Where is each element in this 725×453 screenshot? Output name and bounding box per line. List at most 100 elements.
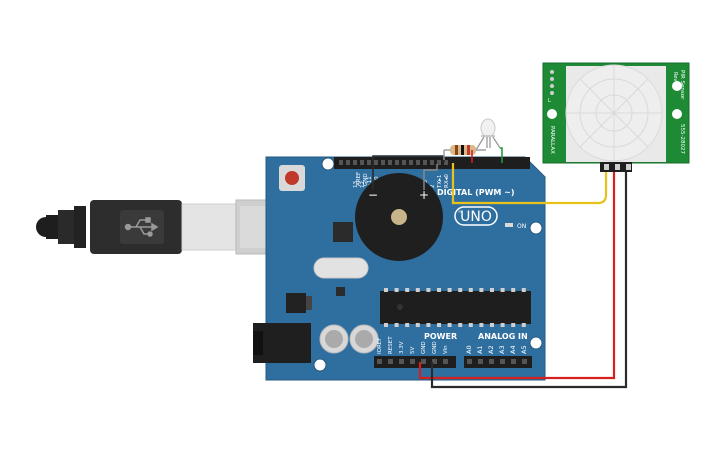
chip-pin	[511, 288, 516, 292]
chip-pin	[437, 323, 441, 327]
header-pin[interactable]	[489, 359, 494, 364]
usb-chip	[333, 222, 353, 242]
mount-hole	[321, 157, 335, 171]
power-pin-label: RESET	[388, 336, 394, 354]
buzzer-minus-label: −	[368, 188, 378, 202]
power-pin-label: GND	[432, 341, 438, 354]
capacitor-top	[355, 330, 373, 348]
chip-pin	[500, 288, 505, 292]
chip-pin	[447, 323, 452, 327]
infinity-icon: ∞	[458, 209, 462, 215]
chip-pin	[447, 288, 452, 292]
led-lens	[480, 118, 496, 138]
crystal-oscillator	[313, 257, 369, 279]
header-pin[interactable]	[416, 160, 420, 165]
chip-pin	[415, 288, 420, 292]
header-pin[interactable]	[423, 160, 427, 165]
power-header-pins	[377, 359, 448, 364]
chip-pin	[479, 288, 484, 292]
chip-pin	[426, 323, 431, 327]
analog-pin-label: A1	[476, 345, 484, 354]
chip-pin	[415, 323, 420, 327]
pir-pin[interactable]	[615, 164, 620, 170]
pir-jumper-pins	[550, 70, 554, 95]
header-pin[interactable]	[522, 359, 527, 364]
header-pin[interactable]	[346, 160, 350, 165]
header-pin[interactable]	[381, 160, 385, 165]
pir-mount-hole	[547, 109, 557, 119]
header-pin[interactable]	[443, 359, 448, 364]
led-anode-wire	[500, 147, 503, 163]
header-pin[interactable]	[402, 160, 406, 165]
usb-symbol-icon	[124, 217, 159, 237]
atmega-pins-bottom	[384, 323, 526, 327]
header-pin[interactable]	[353, 160, 357, 165]
header-pin[interactable]	[437, 160, 441, 165]
on-label: ON	[517, 223, 526, 230]
header-pin[interactable]	[432, 359, 437, 364]
analog-pin-label: A4	[509, 345, 517, 354]
pir-brand: PARALLAX	[549, 126, 555, 154]
analog-pin-label: A2	[487, 345, 495, 354]
header-pin[interactable]	[511, 359, 516, 364]
chip-pin	[490, 323, 494, 327]
analog-header-pins	[467, 359, 527, 364]
buzzer-plus-label: +	[419, 188, 429, 202]
pir-pin[interactable]	[626, 164, 631, 170]
arduino-uno-board: UNO ∞ ON 1312~11~10~987~6~54~32TX▸1RX◂0 …	[253, 156, 546, 381]
digital-pin-label: 13	[353, 181, 359, 188]
power-pin-label: Vin	[443, 345, 449, 354]
header-pin[interactable]	[367, 160, 371, 165]
voltage-regulator-tab	[306, 296, 312, 310]
header-pin[interactable]	[360, 160, 364, 165]
header-pin[interactable]	[339, 160, 343, 165]
on-led	[505, 223, 513, 227]
header-pin[interactable]	[500, 359, 505, 364]
chip-pin	[394, 323, 399, 327]
chip-pin	[468, 288, 473, 292]
header-pin[interactable]	[478, 359, 483, 364]
header-pin[interactable]	[430, 160, 434, 165]
usb-cable	[36, 199, 303, 255]
analog-pin-label: A5	[520, 345, 528, 354]
pir-sensor: L PIR Sensor Rev B PARALLAX 555-28027	[542, 62, 690, 172]
mount-hole	[529, 221, 543, 235]
header-pin[interactable]	[467, 359, 472, 364]
chip-pin	[458, 288, 463, 292]
power-pin-label: 3.3V	[399, 341, 405, 354]
atmega-chip	[380, 291, 531, 324]
header-pin[interactable]	[377, 359, 382, 364]
header-pin[interactable]	[409, 160, 413, 165]
atmega-notch	[397, 304, 403, 310]
piezo-buzzer: − +	[355, 173, 443, 261]
power-label: POWER	[424, 332, 457, 341]
voltage-regulator	[286, 293, 306, 313]
uno-logo: UNO	[460, 209, 492, 225]
header-pin[interactable]	[410, 359, 415, 364]
pir-part-number: 555-28027	[679, 124, 685, 154]
header-pin[interactable]	[399, 359, 404, 364]
pir-pin[interactable]	[604, 164, 609, 170]
header-pin[interactable]	[444, 160, 448, 165]
digital-pin-label: TX▸1	[437, 175, 443, 189]
chip-pin	[458, 323, 463, 327]
chip-pin	[384, 323, 388, 327]
usb-cable-strain	[46, 215, 60, 239]
reset-button-cap[interactable]	[285, 171, 299, 185]
aref-label: AREF	[356, 172, 362, 186]
header-pin[interactable]	[388, 359, 393, 364]
chip-pin	[521, 288, 526, 292]
header-pin[interactable]	[421, 359, 426, 364]
mount-hole	[313, 358, 327, 372]
resistor-band	[455, 145, 458, 155]
usb-cable-collar	[58, 210, 76, 244]
header-pin[interactable]	[388, 160, 392, 165]
barrel-jack-opening	[253, 331, 263, 355]
header-pin[interactable]	[395, 160, 399, 165]
pir-mount-hole	[672, 109, 682, 119]
header-pin[interactable]	[374, 160, 378, 165]
digital-pin-label: ~11	[367, 176, 373, 188]
